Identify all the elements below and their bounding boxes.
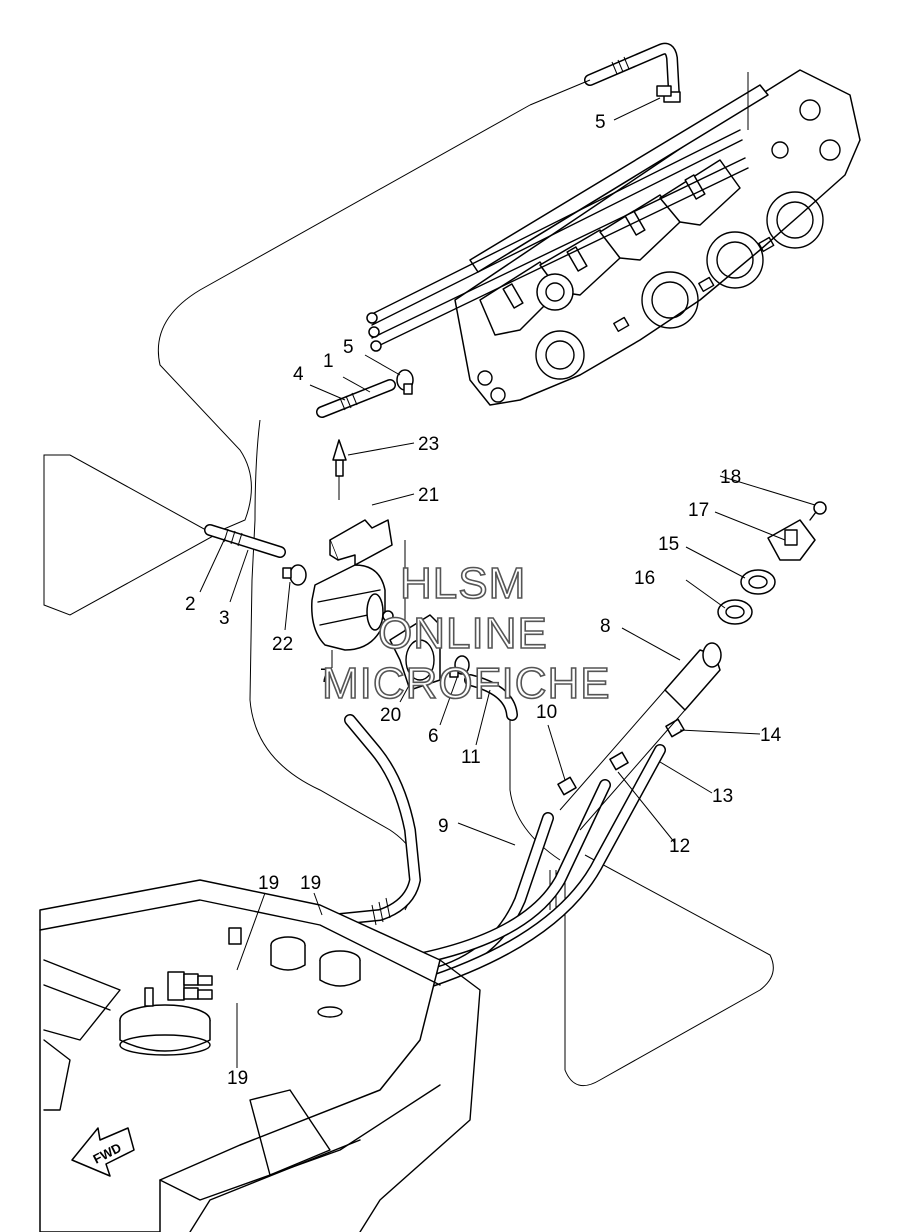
callout-5-lower: 5 bbox=[343, 337, 354, 358]
callout-19-right: 19 bbox=[300, 873, 321, 894]
callout-7: 7 bbox=[320, 666, 331, 687]
callout-22: 22 bbox=[272, 634, 293, 655]
callout-11: 11 bbox=[461, 747, 481, 768]
callout-2: 2 bbox=[185, 594, 196, 615]
callout-4: 4 bbox=[293, 364, 304, 385]
fwd-arrow-icon: FWD bbox=[71, 1127, 135, 1177]
fuel-tank bbox=[39, 879, 481, 1232]
watermark-line-2: ONLINE bbox=[378, 609, 548, 658]
callout-13: 13 bbox=[712, 786, 733, 807]
callout-18: 18 bbox=[720, 467, 741, 488]
fuel-hose-section bbox=[204, 85, 672, 558]
callout-8: 8 bbox=[600, 616, 611, 637]
engine-assembly bbox=[366, 69, 861, 406]
return-hose bbox=[529, 42, 681, 106]
callout-16: 16 bbox=[634, 568, 655, 589]
callout-17: 17 bbox=[688, 500, 709, 521]
callout-10: 10 bbox=[536, 702, 557, 723]
callout-9: 9 bbox=[438, 816, 449, 837]
callout-19-left: 19 bbox=[258, 873, 279, 894]
callout-3: 3 bbox=[219, 608, 230, 629]
hose-11 bbox=[464, 674, 518, 721]
callout-21: 21 bbox=[418, 485, 439, 506]
callout-labels: 1 2 3 4 5 5 6 7 8 9 10 11 12 13 14 15 16… bbox=[185, 112, 782, 1089]
leader-lines bbox=[199, 97, 816, 1068]
callout-20: 20 bbox=[380, 705, 401, 726]
assembly-guide-lines bbox=[43, 72, 774, 1087]
watermark-line-3: MICROFICHE bbox=[322, 659, 611, 708]
callout-15: 15 bbox=[658, 534, 679, 555]
callout-12: 12 bbox=[669, 836, 690, 857]
callout-14: 14 bbox=[760, 725, 782, 746]
callout-5-upper: 5 bbox=[595, 112, 606, 133]
watermark: HLSM ONLINE MICROFICHE bbox=[321, 558, 611, 709]
sender-fitting-assembly bbox=[559, 501, 827, 831]
callout-23: 23 bbox=[418, 434, 439, 455]
fuel-filter-assembly bbox=[282, 439, 470, 691]
callout-1: 1 bbox=[323, 351, 334, 372]
callout-19-bottom: 19 bbox=[227, 1068, 248, 1089]
callout-6: 6 bbox=[428, 726, 439, 747]
watermark-line-1: HLSM bbox=[400, 559, 526, 608]
